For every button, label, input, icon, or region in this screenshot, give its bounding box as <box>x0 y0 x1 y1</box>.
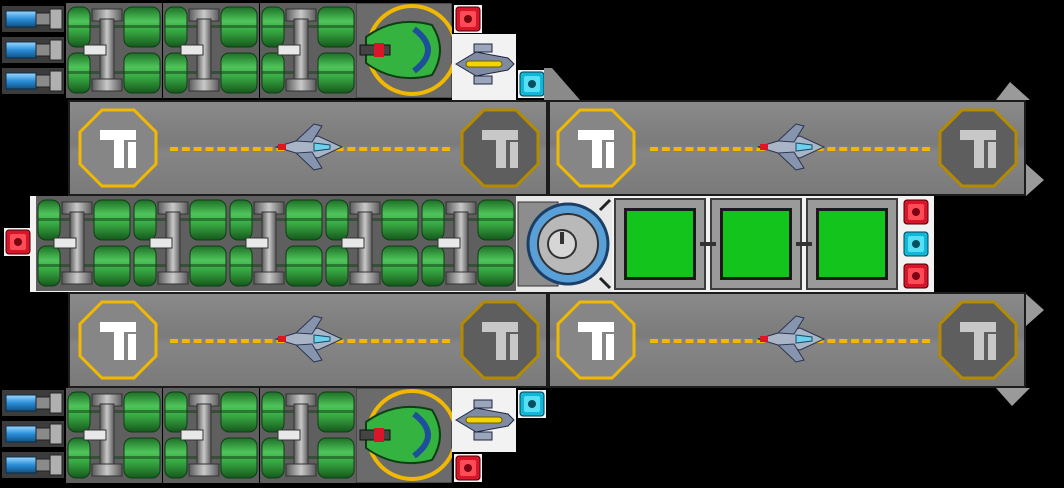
thruster-bank-bottom <box>2 390 64 478</box>
fuel-tank-icon <box>259 388 356 484</box>
lower-right-deck[interactable] <box>548 292 1026 388</box>
fuel-tank-icon <box>131 196 229 292</box>
red-system-button[interactable] <box>902 198 930 226</box>
red-system-button[interactable] <box>902 262 930 290</box>
top-wing <box>0 0 580 100</box>
fuel-tank-icon <box>66 3 163 99</box>
landing-pad-icon <box>556 300 636 380</box>
upper-left-deck[interactable] <box>68 100 548 196</box>
landing-pad-icon <box>556 108 636 188</box>
fuel-tank-icon <box>227 196 325 292</box>
turret-icon <box>356 3 452 98</box>
turret-icon <box>356 388 452 483</box>
red-system-button[interactable] <box>4 228 32 256</box>
landing-pad-icon <box>460 300 540 380</box>
red-system-button[interactable] <box>454 5 482 33</box>
fighter-ship-icon[interactable] <box>274 122 344 172</box>
fighter-ship-icon <box>452 396 516 444</box>
cyan-system-button[interactable] <box>518 70 546 98</box>
fuel-tank-icon <box>323 196 421 292</box>
docked-fighter-bottom[interactable] <box>452 396 516 444</box>
fuel-tank-icon <box>419 196 516 292</box>
thruster-icon <box>2 36 64 64</box>
lower-left-deck[interactable] <box>68 292 548 388</box>
fuel-tank-row-top <box>66 3 356 99</box>
landing-pad-icon <box>460 108 540 188</box>
fuel-tank-row-bottom <box>66 388 356 484</box>
cyan-system-button[interactable] <box>902 230 930 258</box>
fighter-ship-icon <box>452 40 516 88</box>
thruster-icon <box>2 420 64 448</box>
fuel-tank-icon <box>66 388 163 484</box>
thruster-icon <box>2 67 64 94</box>
hull-spike <box>1026 164 1044 196</box>
fuel-tank-icon <box>36 196 133 292</box>
reactor-icon[interactable] <box>516 196 612 292</box>
hull-spike <box>544 68 580 100</box>
cyan-system-button[interactable] <box>518 390 546 418</box>
fuel-tank-icon <box>162 388 260 484</box>
turret-top[interactable] <box>356 3 452 98</box>
room-3[interactable] <box>806 198 898 290</box>
turret-bottom[interactable] <box>356 388 452 483</box>
thruster-icon <box>2 6 64 33</box>
hull-spike <box>1026 294 1044 326</box>
bottom-wing <box>0 388 560 488</box>
hull-spike <box>996 82 1030 196</box>
thruster-bank-top <box>2 6 64 94</box>
landing-pad-icon <box>78 108 158 188</box>
landing-pad-icon <box>78 300 158 380</box>
red-system-button[interactable] <box>454 454 482 482</box>
room-1[interactable] <box>614 198 706 290</box>
docked-fighter-top[interactable] <box>452 40 516 88</box>
fuel-tank-icon <box>259 3 356 99</box>
thruster-icon <box>2 390 64 417</box>
hull-spike <box>996 388 1030 406</box>
upper-right-deck[interactable] <box>548 100 1026 196</box>
fighter-ship-icon[interactable] <box>756 314 826 364</box>
fuel-tank-row-middle <box>36 196 516 292</box>
fighter-ship-icon[interactable] <box>756 122 826 172</box>
thruster-icon <box>2 451 64 478</box>
landing-pad-icon <box>938 300 1018 380</box>
fuel-tank-icon <box>162 3 260 99</box>
room-connector <box>700 242 812 246</box>
fighter-ship-icon[interactable] <box>274 314 344 364</box>
